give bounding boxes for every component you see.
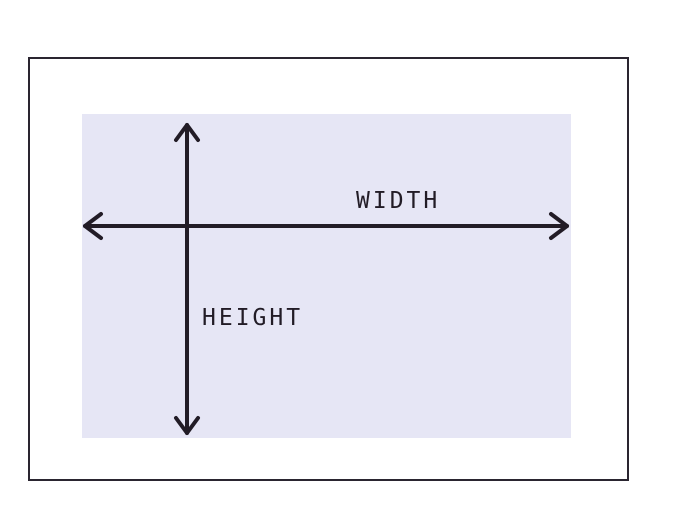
content-area (82, 114, 571, 438)
height-label: HEIGHT (202, 305, 303, 331)
width-arrow-right-head (549, 212, 569, 240)
height-arrow-bottom-head (174, 416, 200, 435)
width-arrow-left-head (83, 212, 103, 240)
height-arrow (174, 123, 200, 435)
width-arrow (83, 212, 569, 240)
height-arrow-top-head (174, 123, 200, 142)
width-label: WIDTH (356, 188, 440, 214)
